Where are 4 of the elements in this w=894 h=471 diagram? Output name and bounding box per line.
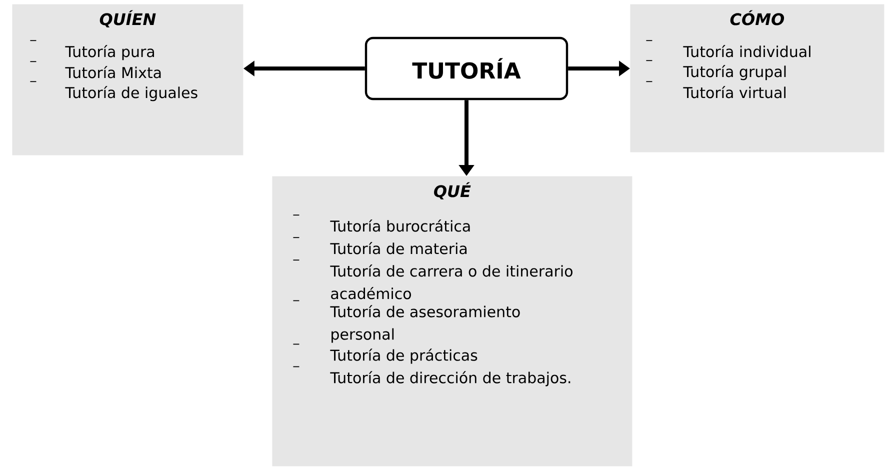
text-box: CÓMO Tutoría individual Tutoría grupal Tutoría virtual bbox=[630, 4, 884, 152]
title-box: TUTORÍA bbox=[364, 36, 568, 100]
text-box: QUÉ Tutoría burocrática Tutoría de materia Tutoría de carrera o de itinerario académico Tutoría de asesoramiento personal Tutoría de prácticas Tutoría de dirección de trabajos. bbox=[272, 176, 632, 466]
text-box: QUÍEN Tutoría pura Tutoría Mixta Tutoría de iguales bbox=[12, 4, 244, 156]
